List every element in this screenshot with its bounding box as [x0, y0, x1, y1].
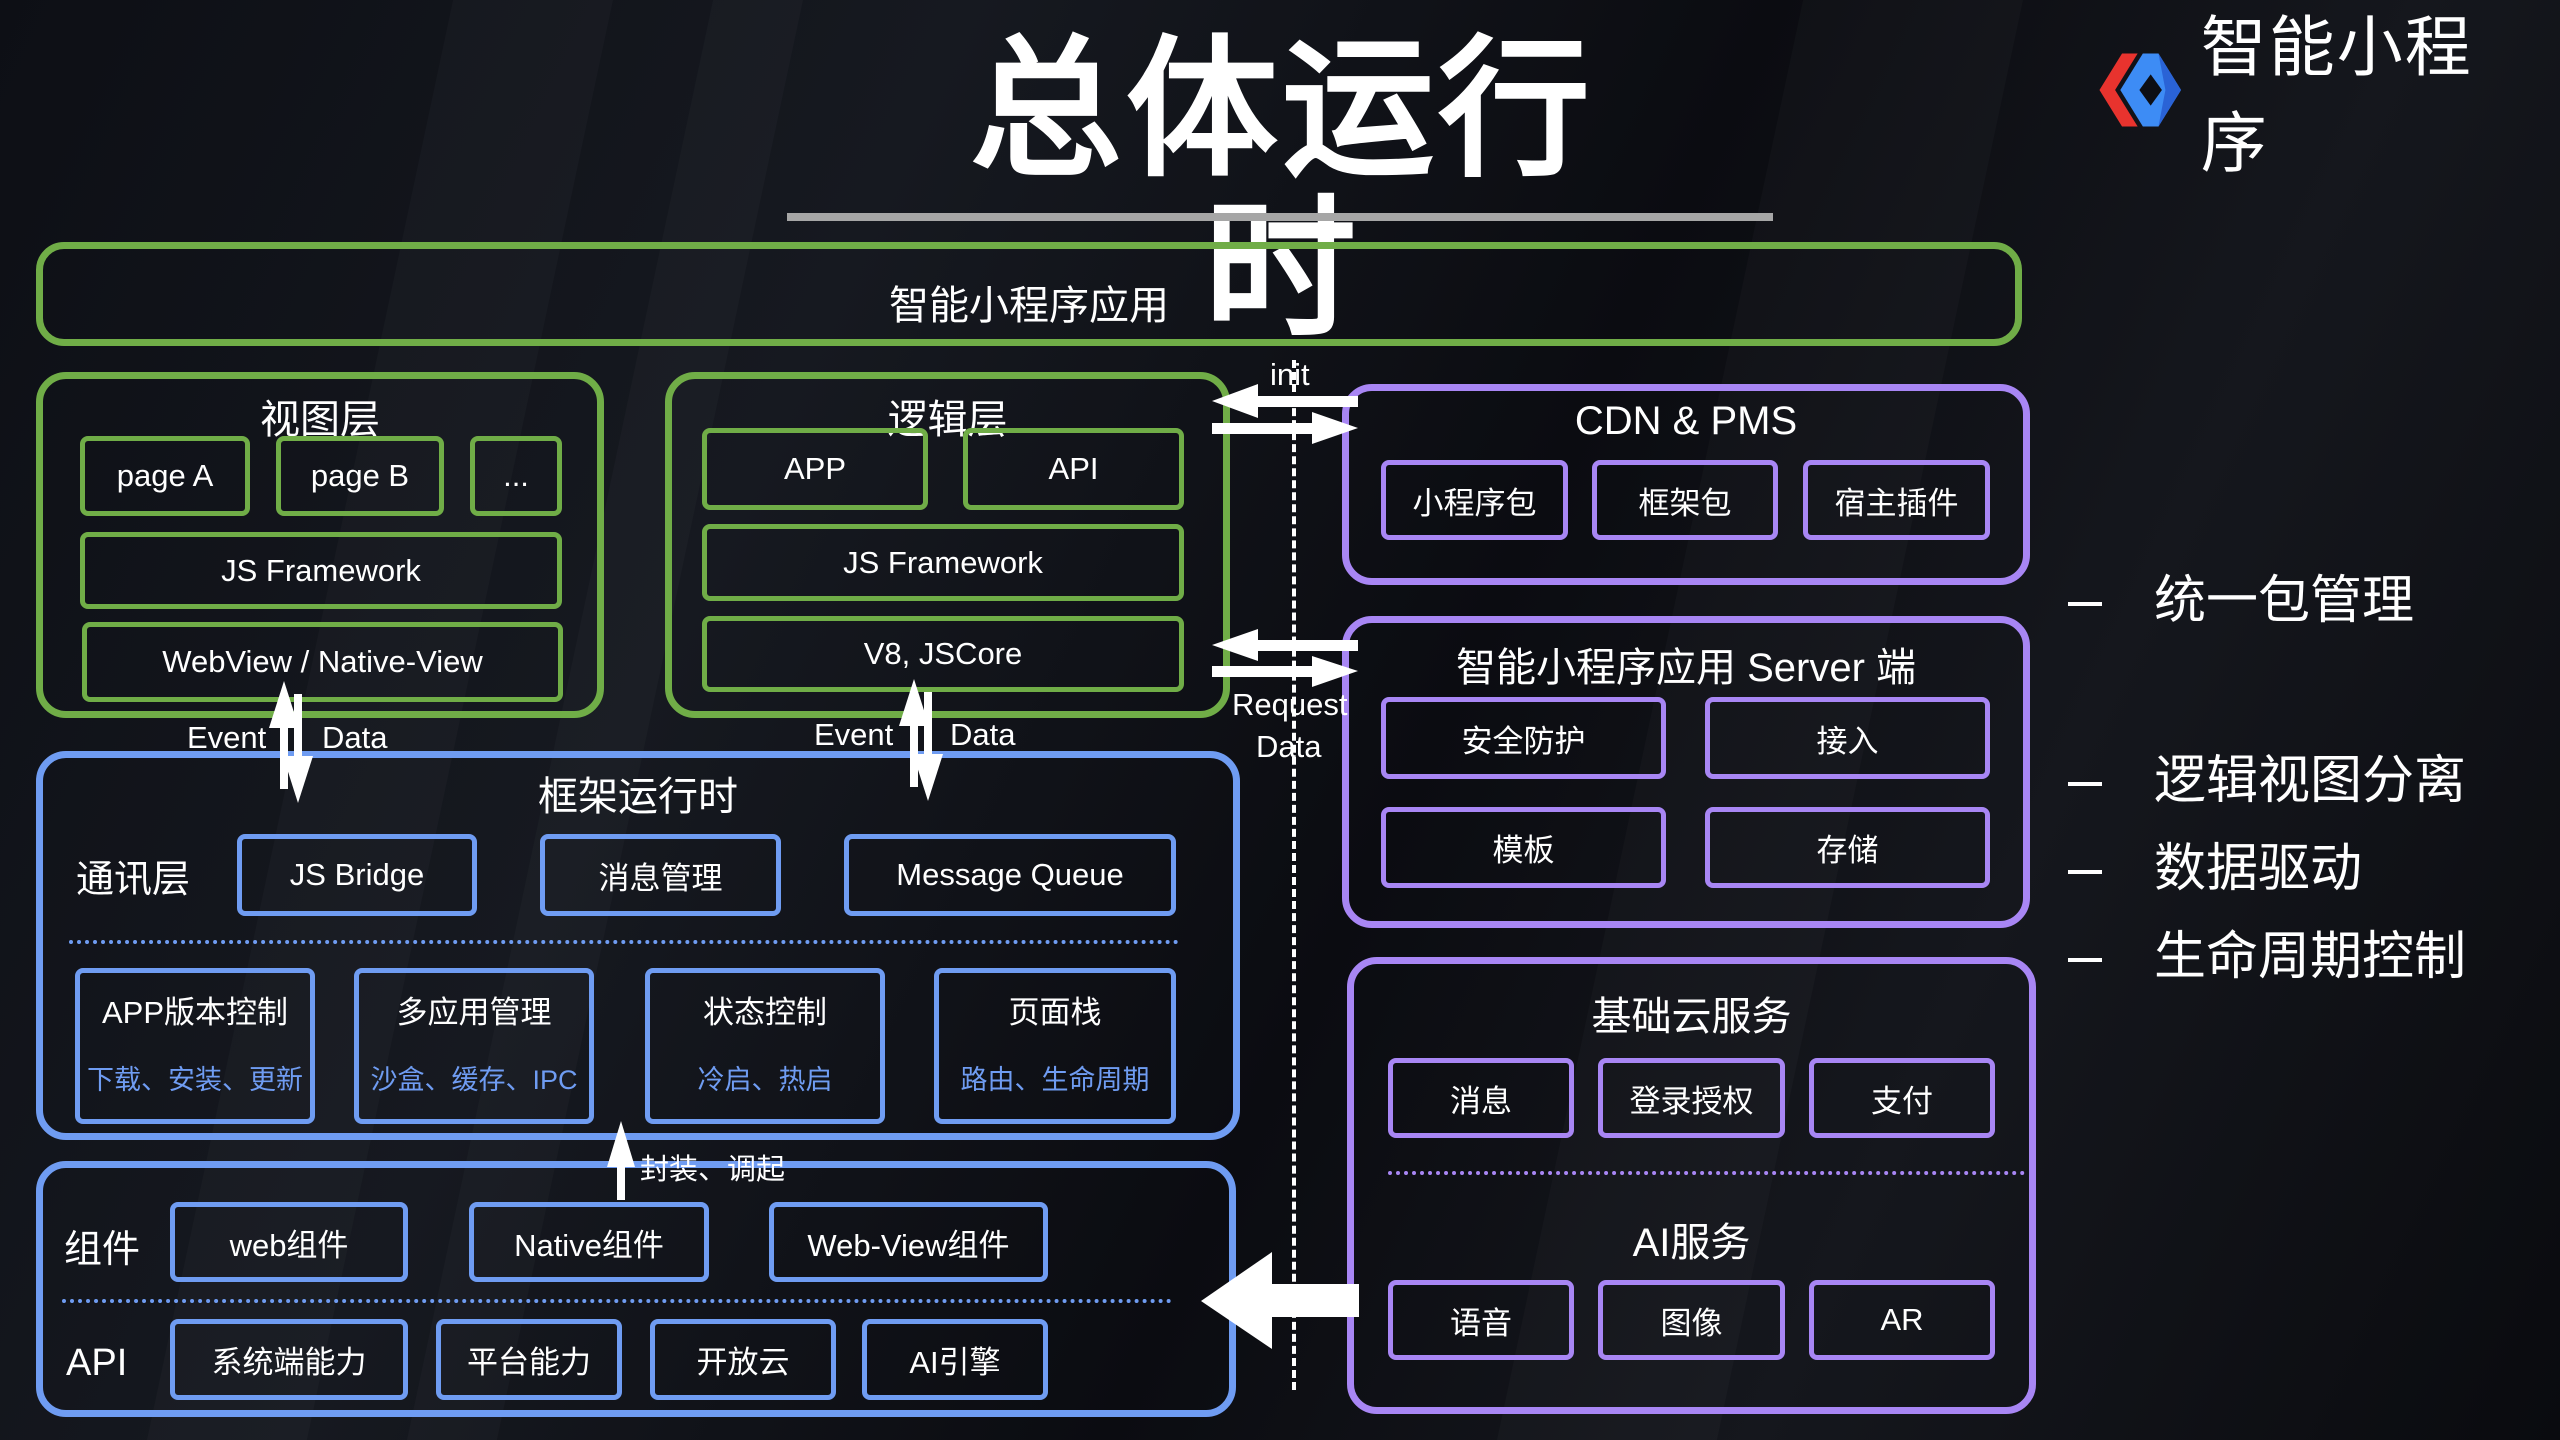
platform-capability-box: 平台能力: [436, 1319, 622, 1400]
module-subtitle: 冷启、热启: [697, 1065, 833, 1095]
module-title: 多应用管理: [396, 995, 552, 1030]
view-event-label: Event: [187, 720, 267, 755]
init-label: init: [1270, 357, 1310, 392]
title-underline: [787, 213, 1773, 221]
app-box: APP: [702, 428, 928, 510]
app-bar-label: 智能小程序应用: [889, 284, 1169, 328]
more-pages-box: ...: [470, 436, 562, 516]
api-label: API: [66, 1342, 128, 1384]
framework-package-box: 框架包: [1592, 460, 1778, 540]
feature-text: 逻辑视图分离: [2154, 752, 2467, 810]
page-stack-box: 页面栈 路由、生命周期: [934, 968, 1176, 1124]
module-title: 页面栈: [1008, 995, 1102, 1030]
module-title: 状态控制: [703, 995, 827, 1030]
client-server-separator: [1292, 360, 1296, 1390]
webview-component-box: Web-View组件: [769, 1202, 1048, 1282]
page-a-box: page A: [80, 436, 250, 516]
logic-event-label: Event: [814, 717, 894, 752]
mini-program-package-box: 小程序包: [1381, 460, 1568, 540]
system-capability-box: 系统端能力: [170, 1319, 408, 1400]
template-box: 模板: [1381, 807, 1666, 888]
dash-icon: [2068, 958, 2102, 963]
components-divider: [62, 1299, 1172, 1303]
view-data-label: Data: [322, 720, 388, 755]
brand-logo: 智能小程序: [2096, 10, 2536, 180]
feature-text: 生命周期控制: [2154, 928, 2467, 986]
cloud-divider: [1388, 1171, 2025, 1175]
feature-item: 生命周期控制: [2068, 914, 2466, 989]
feature-item: 数据驱动: [2068, 826, 2362, 901]
view-layer-box: 视图层: [36, 372, 604, 718]
logic-layer-title: 逻辑层: [887, 398, 1008, 442]
access-box: 接入: [1705, 697, 1990, 779]
page-title: 总体运行时: [970, 25, 1594, 355]
native-component-box: Native组件: [469, 1202, 709, 1282]
webview-native-view-box: WebView / Native-View: [82, 622, 563, 702]
multi-app-management-box: 多应用管理 沙盒、缓存、IPC: [354, 968, 594, 1124]
module-title: APP版本控制: [101, 995, 289, 1030]
request-right-arrow-icon: [1212, 656, 1358, 687]
ai-engine-box: AI引擎: [862, 1319, 1048, 1400]
v8-jscore-box: V8, JSCore: [702, 616, 1184, 692]
mini-program-app-bar: 智能小程序应用: [36, 242, 2022, 346]
smart-mini-program-logo-icon: [2099, 53, 2182, 127]
logic-layer-box: 逻辑层: [665, 372, 1230, 718]
module-subtitle: 下载、安装、更新: [87, 1065, 303, 1095]
payment-box: 支付: [1809, 1058, 1995, 1138]
app-version-control-box: APP版本控制 下载、安装、更新: [75, 968, 315, 1124]
message-service-box: 消息: [1388, 1058, 1574, 1138]
web-component-box: web组件: [170, 1202, 408, 1282]
dash-icon: [2068, 602, 2102, 607]
brand-name: 智能小程序: [2200, 10, 2473, 180]
image-box: 图像: [1598, 1280, 1785, 1360]
voice-box: 语音: [1388, 1280, 1574, 1360]
comm-layer-label: 通讯层: [76, 859, 191, 901]
feature-item: 逻辑视图分离: [2068, 738, 2466, 813]
storage-box: 存储: [1705, 807, 1990, 888]
host-plugin-box: 宿主插件: [1803, 460, 1990, 540]
server-box: 智能小程序应用 Server 端: [1342, 616, 2030, 928]
cloud-services-title: 基础云服务: [1591, 995, 1792, 1039]
message-management-box: 消息管理: [540, 834, 781, 916]
framework-runtime-title: 框架运行时: [538, 775, 738, 819]
request-label: Request: [1232, 687, 1348, 722]
security-box: 安全防护: [1381, 697, 1666, 779]
init-right-arrow-icon: [1212, 412, 1358, 444]
dash-icon: [2068, 870, 2102, 875]
ai-services-title: AI服务: [1632, 1221, 1751, 1265]
logic-js-framework-box: JS Framework: [702, 524, 1184, 601]
module-subtitle: 沙盒、缓存、IPC: [370, 1065, 578, 1095]
page-b-box: page B: [276, 436, 444, 516]
runtime-divider: [69, 940, 1179, 944]
cdn-pms-box: CDN & PMS: [1342, 384, 2030, 585]
request-data-label: Data: [1256, 729, 1322, 764]
dash-icon: [2068, 782, 2102, 787]
cloud-services-box: 基础云服务 AI服务: [1347, 957, 2036, 1414]
components-label: 组件: [64, 1229, 141, 1271]
module-subtitle: 路由、生命周期: [960, 1065, 1150, 1095]
feature-item: 统一包管理: [2068, 558, 2414, 633]
view-js-framework-box: JS Framework: [80, 532, 562, 609]
api-box: API: [963, 428, 1184, 510]
state-control-box: 状态控制 冷启、热启: [645, 968, 885, 1124]
framework-runtime-box: 框架运行时: [36, 751, 1240, 1140]
login-auth-box: 登录授权: [1598, 1058, 1785, 1138]
js-bridge-box: JS Bridge: [237, 834, 477, 916]
ar-box: AR: [1809, 1280, 1995, 1360]
request-left-arrow-icon: [1212, 629, 1358, 661]
feature-text: 统一包管理: [2154, 572, 2415, 630]
cdn-pms-title: CDN & PMS: [1574, 399, 1798, 443]
feature-text: 数据驱动: [2154, 840, 2363, 898]
view-layer-title: 视图层: [260, 398, 380, 442]
message-queue-box: Message Queue: [844, 834, 1176, 916]
logic-data-label: Data: [950, 717, 1016, 752]
open-cloud-box: 开放云: [650, 1319, 836, 1400]
wrap-invoke-label: 封装、调起: [640, 1154, 786, 1186]
server-title: 智能小程序应用 Server 端: [1455, 646, 1917, 690]
